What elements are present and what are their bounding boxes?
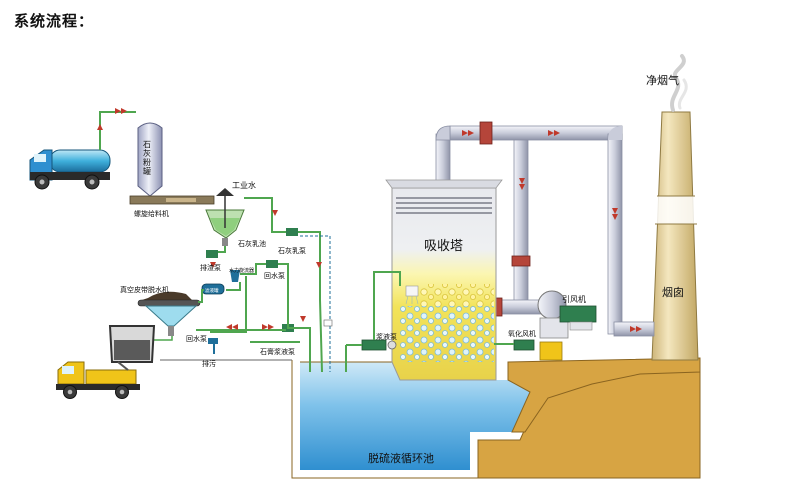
gypsum-truck — [56, 325, 156, 399]
label-hydrocyclone: 水力旋流器 — [229, 267, 254, 274]
left-pumps-and-pipes — [196, 210, 333, 373]
lime-slurry-tank — [205, 188, 290, 253]
lime-silo — [129, 122, 215, 205]
labels: 石灰粉罐 螺旋给料机 工业水 石灰乳池 石灰乳泵 排渣泵 回水泵 水力旋流器 真… — [120, 73, 684, 465]
oxidation-fan — [494, 339, 563, 361]
label-return-water-pump-upper: 回水泵 — [264, 271, 285, 280]
label-oxidation-fan: 氧化风机 — [508, 329, 536, 338]
label-induced-fan: 引风机 — [562, 294, 586, 304]
label-lime-slurry-pump: 石灰乳泵 — [278, 246, 306, 255]
label-vacuum-belt-filter: 真空皮带脱水机 — [120, 285, 169, 294]
label-slurry-pump: 浆液泵 — [376, 332, 397, 341]
label-discharge: 排污 — [202, 359, 216, 368]
flue-gas-ducts — [435, 121, 655, 337]
label-filtrate-tank: 滤液罐 — [205, 287, 219, 294]
chimney — [640, 54, 710, 361]
label-drain-pump: 排渣泵 — [200, 263, 221, 272]
slurry-pump — [345, 271, 401, 372]
absorption-tower — [385, 179, 503, 381]
label-industrial-water: 工业水 — [232, 180, 256, 190]
ground-and-pool — [160, 357, 701, 479]
induced-fan — [537, 290, 597, 339]
label-lime-powder-tank: 石灰粉罐 — [143, 140, 152, 176]
label-absorption-tower: 吸收塔 — [424, 239, 463, 254]
label-clean-flue-gas: 净烟气 — [646, 73, 679, 87]
label-gypsum-slurry-pump: 石膏浆液泵 — [260, 347, 295, 356]
label-chimney: 烟囱 — [662, 285, 684, 299]
label-lime-slurry-tank: 石灰乳池 — [238, 239, 266, 248]
lime-truck — [29, 108, 136, 190]
label-circulation-tank: 脱硫液循环池 — [368, 451, 434, 465]
label-screw-feeder: 螺旋给料机 — [134, 209, 169, 218]
page-title: 系统流程： — [14, 12, 95, 30]
label-return-water-pump-lower: 回水泵 — [186, 334, 207, 343]
